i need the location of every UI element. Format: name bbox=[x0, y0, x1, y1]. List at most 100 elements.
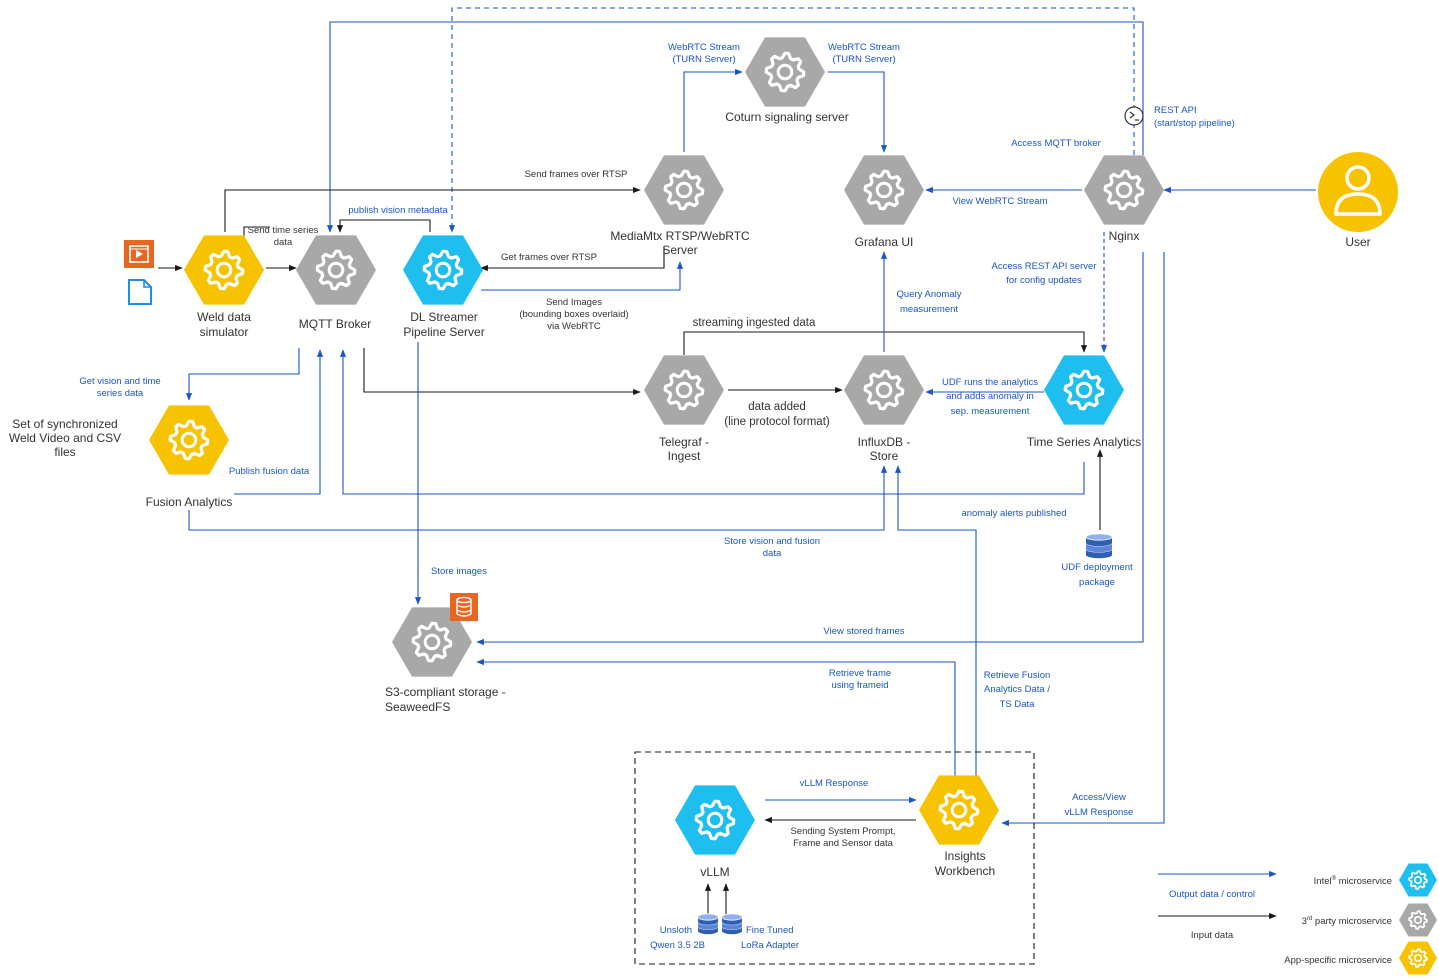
label-send-rtsp: Send frames over RTSP bbox=[525, 169, 628, 180]
fusion-hex[interactable] bbox=[149, 405, 229, 475]
user-icon[interactable] bbox=[1318, 152, 1398, 232]
gear-icon bbox=[1408, 870, 1428, 890]
nginx-hex[interactable] bbox=[1084, 155, 1164, 225]
label-send-images: Send Images(bounding boxes overlaid)via … bbox=[519, 297, 628, 332]
llm-group-box bbox=[634, 751, 1035, 965]
terminal-icon bbox=[1124, 106, 1144, 126]
hexagon-shape bbox=[844, 155, 924, 225]
label-access-mqtt: Access MQTT broker bbox=[1011, 138, 1101, 149]
gear-icon bbox=[764, 51, 806, 93]
gear-icon bbox=[1408, 910, 1428, 930]
label-data-added: data added(line protocol format) bbox=[724, 401, 830, 428]
hexagon-shape bbox=[919, 775, 999, 845]
document-icon bbox=[128, 279, 152, 305]
node-label-mqtt: MQTT Broker bbox=[299, 317, 371, 331]
db-cap bbox=[697, 913, 719, 921]
vllm-hex[interactable] bbox=[675, 785, 755, 855]
gear-hub bbox=[776, 63, 794, 81]
edge-labels: WebRTC Stream(TURN Server) WebRTC Stream… bbox=[79, 42, 1234, 951]
node-label-tsa: Time Series Analytics bbox=[1027, 435, 1141, 449]
influx-hex[interactable] bbox=[844, 355, 924, 425]
legend-intel-label: Intel® microservice bbox=[1314, 875, 1392, 887]
gear-icon bbox=[663, 369, 705, 411]
edge-coturn-grafana bbox=[828, 71, 888, 153]
coturn-hex[interactable] bbox=[745, 37, 825, 107]
database-icon bbox=[1085, 533, 1113, 559]
insights-hex[interactable] bbox=[919, 775, 999, 845]
mediamtx-hex[interactable] bbox=[644, 155, 724, 225]
grafana-hex[interactable] bbox=[844, 155, 924, 225]
node-label-s3: S3-compliant storage -SeaweedFS bbox=[385, 685, 506, 714]
label-vllm-response: vLLM Response bbox=[800, 778, 869, 789]
hexagon-shape bbox=[403, 235, 483, 305]
edge-tsa-mqtt bbox=[339, 349, 1085, 495]
legend-app-hex[interactable] bbox=[1399, 941, 1437, 975]
gear-hub bbox=[675, 181, 693, 199]
edge-fusion-influx bbox=[188, 465, 888, 531]
gear-icon bbox=[1103, 169, 1145, 211]
gear-hub bbox=[1413, 875, 1423, 885]
hexagon-shape bbox=[675, 785, 755, 855]
edge-mediamtx-dlstreamer bbox=[480, 246, 665, 272]
gear-hub bbox=[423, 633, 441, 651]
label-publish-fusion: Publish fusion data bbox=[229, 466, 310, 477]
legend-third-hex[interactable] bbox=[1399, 903, 1437, 937]
edge-weld-mediamtx bbox=[224, 186, 641, 232]
hexagon-shape bbox=[745, 37, 825, 107]
gear-icon bbox=[938, 789, 980, 831]
weld-hex[interactable] bbox=[184, 235, 264, 305]
label-publish-vision: publish vision metadata bbox=[348, 205, 448, 216]
edges bbox=[158, 7, 1316, 920]
s3-hex[interactable] bbox=[392, 607, 472, 677]
hexagon-shape bbox=[1399, 903, 1437, 937]
edge-dlstreamer-mediamtx bbox=[481, 261, 684, 291]
tsa-hex[interactable] bbox=[1044, 355, 1124, 425]
gear-hub bbox=[1115, 181, 1133, 199]
legend-intel-hex[interactable] bbox=[1399, 863, 1437, 897]
mqtt-hex[interactable] bbox=[296, 235, 376, 305]
dlstreamer-hex[interactable] bbox=[403, 235, 483, 305]
edge-nginx-mqtt bbox=[326, 21, 1144, 233]
edge-nginx-s3 bbox=[476, 252, 1144, 646]
database-icon bbox=[721, 913, 743, 935]
legend-input-label: Input data bbox=[1191, 930, 1234, 941]
telegraf-hex[interactable] bbox=[644, 355, 724, 425]
gear-hub bbox=[875, 381, 893, 399]
edge-nginx-rest-dlstreamer bbox=[448, 7, 1135, 233]
label-sending-prompt: Sending System Prompt,Frame and Sensor d… bbox=[790, 826, 895, 849]
database-icon bbox=[697, 913, 719, 935]
storage-icon bbox=[450, 593, 478, 621]
legend-third-label: 3rd party microservice bbox=[1302, 916, 1392, 927]
hexagon-nodes bbox=[149, 37, 1437, 975]
gear-icon bbox=[1408, 948, 1428, 968]
gear-icon bbox=[203, 249, 245, 291]
node-label-user: User bbox=[1345, 235, 1370, 249]
gear-hub bbox=[1075, 381, 1093, 399]
label-anomaly-alerts: anomaly alerts published bbox=[961, 508, 1066, 519]
hexagon-shape bbox=[644, 155, 724, 225]
gear-icon bbox=[315, 249, 357, 291]
node-label-coturn: Coturn signaling server bbox=[725, 110, 848, 124]
node-label-influx: InfluxDB -Store bbox=[858, 435, 911, 463]
hexagon-shape bbox=[844, 355, 924, 425]
gear-hub bbox=[950, 801, 968, 819]
edge-insights-influx bbox=[894, 465, 977, 776]
gear-hub bbox=[215, 261, 233, 279]
gear-hub bbox=[675, 381, 693, 399]
gear-hub bbox=[327, 261, 345, 279]
gear-icon bbox=[1063, 369, 1105, 411]
hexagon-shape bbox=[296, 235, 376, 305]
label-view-stored: View stored frames bbox=[823, 626, 904, 637]
label-webrtc-right: WebRTC Stream(TURN Server) bbox=[828, 42, 900, 65]
edge-mqtt-fusion bbox=[185, 348, 300, 401]
